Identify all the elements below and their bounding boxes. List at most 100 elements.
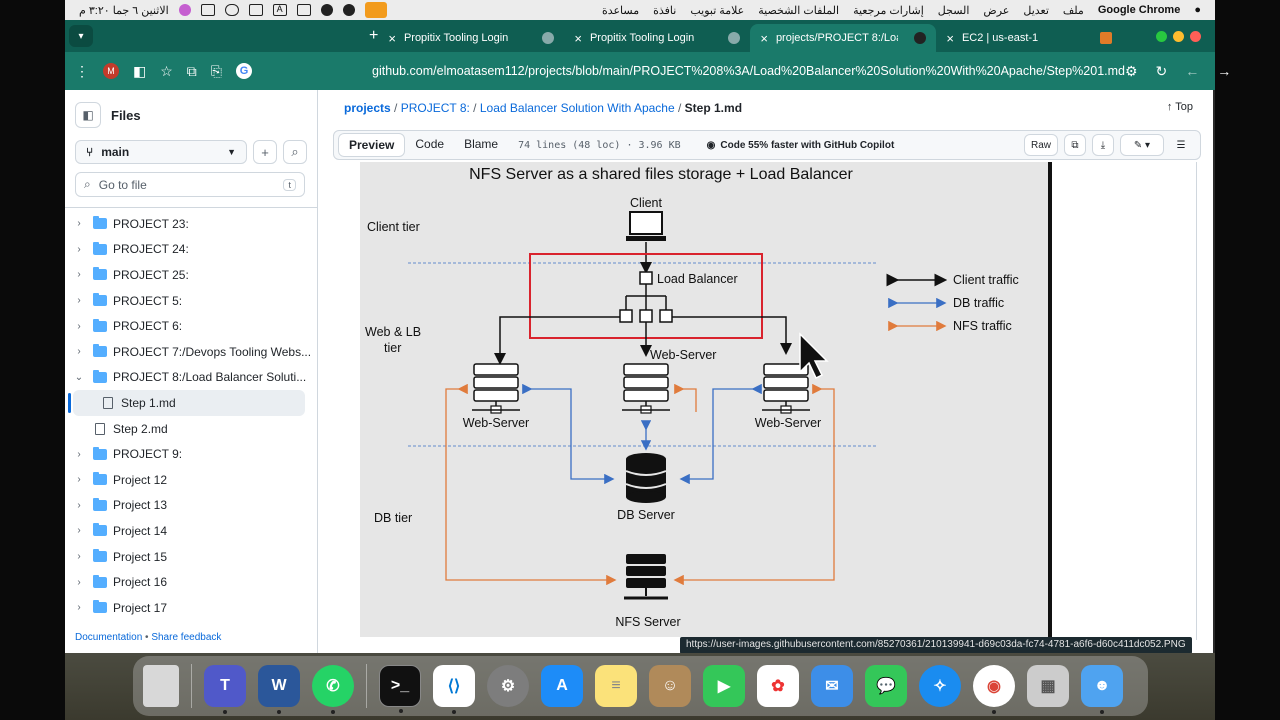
copilot-promo[interactable]: ◉ Code 55% faster with GitHub Copilot	[707, 140, 895, 151]
chevron-right-icon[interactable]: ›	[77, 474, 81, 486]
go-to-file-input[interactable]: ⌕ Go to file t	[75, 172, 305, 197]
search-button[interactable]: ⌕	[283, 140, 307, 164]
address-bar[interactable]: github.com/elmoatasem112/projects/blob/m…	[372, 64, 1125, 78]
menu-bookmarks[interactable]: إشارات مرجعية	[853, 4, 924, 17]
minimize-button[interactable]	[1173, 30, 1184, 42]
tree-folder-item[interactable]: ›PROJECT 25:	[65, 262, 317, 288]
chevron-right-icon[interactable]: ›	[77, 525, 81, 537]
photos-icon[interactable]: ✿	[757, 665, 799, 707]
breadcrumb-folder[interactable]: PROJECT 8:	[400, 101, 470, 115]
tree-folder-item[interactable]: ⌄PROJECT 8:/Load Balancer Soluti...	[65, 365, 317, 391]
menu-view[interactable]: عرض	[983, 4, 1010, 17]
word-icon[interactable]: W	[258, 665, 300, 714]
tab-preview[interactable]: Preview	[338, 133, 406, 157]
add-file-button[interactable]: +	[253, 140, 277, 164]
messages-icon[interactable]: 💬	[865, 665, 907, 707]
teams-icon[interactable]: T	[204, 665, 246, 714]
tree-folder-item[interactable]: ›PROJECT 24:	[65, 237, 317, 263]
tree-folder-item[interactable]: ›PROJECT 5:	[65, 288, 317, 314]
share-feedback-link[interactable]: Share feedback	[151, 632, 222, 643]
install-icon[interactable]: ⎘	[210, 62, 222, 79]
menu-app-name[interactable]: Google Chrome	[1097, 4, 1181, 16]
chevron-right-icon[interactable]: ›	[77, 448, 81, 460]
chevron-down-icon[interactable]: ⌄	[74, 371, 84, 383]
close-tab-icon[interactable]: ×	[574, 30, 582, 46]
link-icon[interactable]	[224, 4, 239, 16]
finder-icon[interactable]: ☻	[1081, 665, 1123, 714]
system-settings-icon[interactable]: ⚙	[487, 665, 529, 707]
breadcrumb-repo[interactable]: projects	[344, 101, 391, 115]
clock[interactable]: الاثنين ٦ جما ٣:٢٠ م	[79, 4, 169, 17]
tree-folder-item[interactable]: ›Project 17	[65, 595, 317, 621]
branch-selector[interactable]: ⑂ main ▼	[75, 140, 247, 164]
top-button[interactable]: ↑ Top	[1167, 101, 1193, 113]
tree-file-item[interactable]: Step 1.md	[73, 390, 305, 416]
menu-profiles[interactable]: الملفات الشخصية	[758, 4, 840, 17]
tree-folder-item[interactable]: ›Project 12	[65, 467, 317, 493]
chevron-right-icon[interactable]: ›	[77, 551, 81, 563]
menu-help[interactable]: مساعدة	[601, 4, 640, 17]
google-lens-icon[interactable]: G	[236, 63, 252, 79]
vscode-icon[interactable]: ⟨⟩	[433, 665, 475, 714]
tree-folder-item[interactable]: ›Project 15	[65, 544, 317, 570]
tree-folder-item[interactable]: ›PROJECT 7:/Devops Tooling Webs...	[65, 339, 317, 365]
tab-ec2[interactable]: × EC2 | us-east-1	[936, 24, 1122, 52]
tree-folder-item[interactable]: ›Project 13	[65, 493, 317, 519]
tab-propitix-1[interactable]: × Propitix Tooling Login	[378, 24, 564, 52]
edit-button[interactable]: ✎ ▾	[1120, 134, 1164, 156]
forward-icon[interactable]: ←	[1185, 62, 1200, 79]
more-menu-icon[interactable]: ⋮	[75, 62, 89, 79]
back-icon[interactable]: →	[1217, 62, 1232, 79]
menu-edit[interactable]: تعديل	[1023, 4, 1049, 17]
terminal-icon[interactable]: >_	[379, 665, 421, 713]
menu-window[interactable]: نافذة	[653, 4, 677, 17]
safari-icon[interactable]: ✧	[919, 665, 961, 707]
copy-icon[interactable]: ⧉	[1064, 134, 1086, 156]
bookmark-star-icon[interactable]: ☆	[160, 62, 173, 79]
chevron-right-icon[interactable]: ›	[77, 576, 81, 588]
tree-folder-item[interactable]: ›Project 14	[65, 518, 317, 544]
download-icon[interactable]: ⤓	[1092, 134, 1114, 156]
menu-history[interactable]: السجل	[937, 4, 970, 17]
chevron-right-icon[interactable]: ›	[77, 295, 81, 307]
site-settings-icon[interactable]: ⚙	[1124, 62, 1138, 79]
chevron-right-icon[interactable]: ›	[77, 499, 81, 511]
tab-github-active[interactable]: × projects/PROJECT 8:/Load Ba	[750, 24, 937, 52]
close-window-button[interactable]	[1190, 30, 1201, 42]
documentation-link[interactable]: Documentation	[75, 632, 143, 643]
apple-icon[interactable]: ●	[1194, 4, 1201, 16]
chevron-right-icon[interactable]: ›	[77, 243, 81, 255]
notes-icon[interactable]: ≡	[595, 665, 637, 707]
raw-button[interactable]: Raw	[1023, 134, 1058, 156]
menu-file[interactable]: ملف	[1062, 4, 1084, 17]
breadcrumb-subfolder[interactable]: Load Balancer Solution With Apache	[479, 101, 675, 115]
launchpad-icon[interactable]: ▦	[1027, 665, 1069, 707]
side-panel-icon[interactable]: ◧	[133, 62, 147, 79]
mail-icon[interactable]: ✉	[811, 665, 853, 707]
collapse-panel-icon[interactable]: ◧	[75, 102, 101, 128]
tree-folder-item[interactable]: ›PROJECT 23:	[65, 211, 317, 237]
zoom-button[interactable]	[1156, 30, 1167, 42]
new-tab-button[interactable]: +	[369, 27, 379, 44]
tab-code[interactable]: Code	[415, 137, 445, 151]
chevron-right-icon[interactable]: ›	[77, 320, 81, 332]
menu-tab[interactable]: علامة تبويب	[690, 4, 745, 17]
tab-propitix-2[interactable]: × Propitix Tooling Login	[564, 24, 750, 52]
tab-blame[interactable]: Blame	[464, 137, 499, 151]
input-source-icon[interactable]: A	[272, 4, 287, 16]
reload-icon[interactable]: ↻	[1155, 62, 1168, 79]
close-tab-icon[interactable]: ×	[946, 30, 954, 46]
chevron-right-icon[interactable]: ›	[77, 269, 81, 281]
outline-icon[interactable]: ☰	[1176, 139, 1186, 151]
app-store-icon[interactable]: A	[541, 665, 583, 707]
trash-icon[interactable]	[143, 665, 179, 707]
contacts-icon[interactable]: ☺	[649, 665, 691, 707]
record-icon[interactable]	[342, 4, 355, 16]
close-tab-icon[interactable]: ×	[760, 30, 768, 46]
profile-avatar[interactable]: M	[103, 63, 119, 79]
tree-folder-item[interactable]: ›Project 16	[65, 569, 317, 595]
translate-icon[interactable]: ⧉	[186, 62, 197, 79]
facetime-icon[interactable]: ▶	[703, 665, 745, 707]
battery-icon[interactable]	[248, 4, 263, 16]
chevron-right-icon[interactable]: ›	[77, 346, 81, 358]
